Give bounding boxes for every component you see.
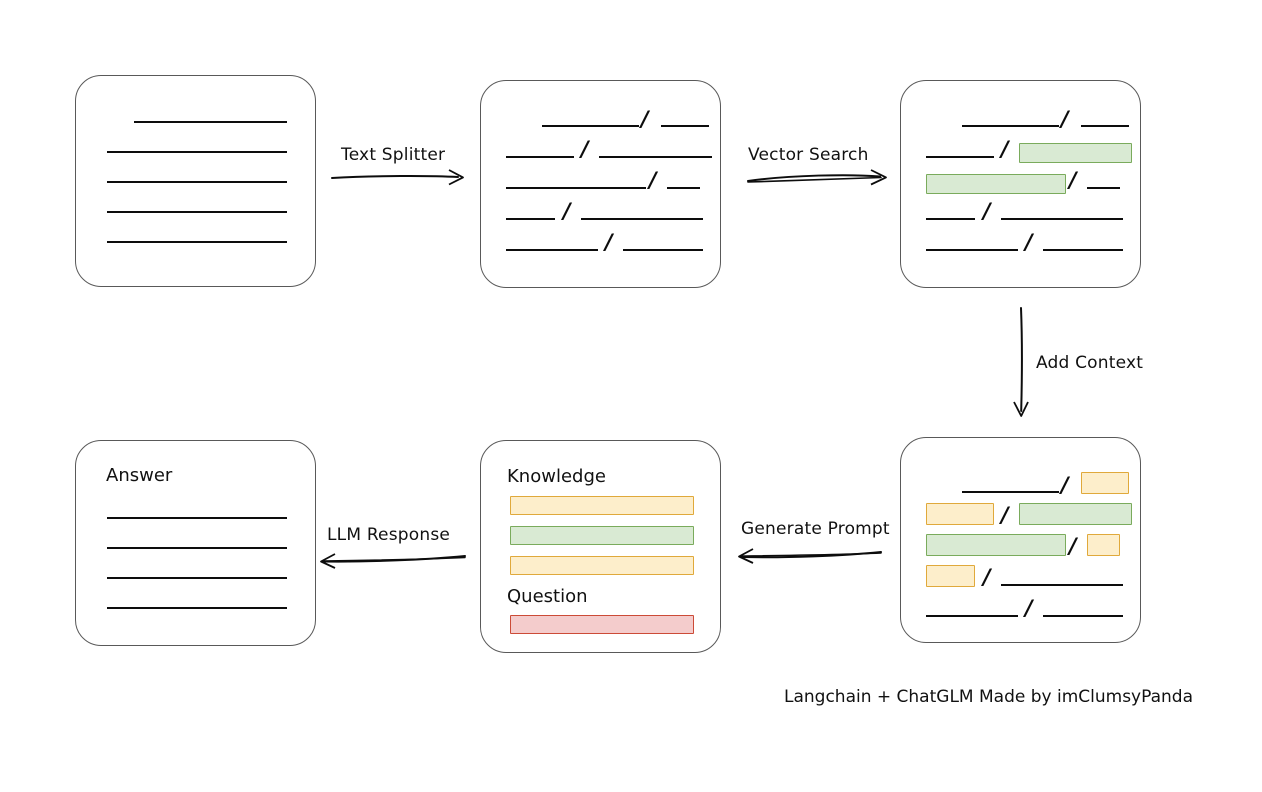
text-line xyxy=(134,121,287,123)
text-line xyxy=(107,151,287,153)
slash-separator: / xyxy=(563,199,571,223)
chip-context-yellow xyxy=(1087,534,1120,556)
prompt-question-label: Question xyxy=(507,586,588,607)
prompt-knowledge-label: Knowledge xyxy=(507,466,606,487)
text-line xyxy=(926,249,1018,251)
slash-separator: / xyxy=(1025,230,1033,254)
arrow-label-generate-prompt: Generate Prompt xyxy=(741,519,890,539)
text-line xyxy=(107,607,287,609)
box-source-document[interactable] xyxy=(75,75,316,287)
text-line xyxy=(107,577,287,579)
chip-retrieved-green xyxy=(926,174,1066,194)
slash-separator: / xyxy=(1001,137,1009,161)
slash-separator: / xyxy=(1061,107,1069,131)
text-line xyxy=(107,211,287,213)
chip-retrieved-green xyxy=(1019,503,1132,525)
arrow-label-add-context: Add Context xyxy=(1036,353,1144,373)
arrow-generate-prompt xyxy=(738,548,882,564)
slash-separator: / xyxy=(1069,534,1077,558)
text-line xyxy=(1081,125,1129,127)
chip-retrieved-green xyxy=(926,534,1066,556)
text-line xyxy=(107,181,287,183)
text-line xyxy=(667,187,700,189)
text-line xyxy=(506,187,646,189)
box-prompt[interactable]: Knowledge Question xyxy=(480,440,721,653)
slash-separator: / xyxy=(1001,503,1009,527)
text-line xyxy=(599,156,712,158)
box-context-chunks[interactable]: / / / / / xyxy=(900,437,1141,643)
chip-retrieved-green xyxy=(1019,143,1132,163)
footer-credit: Langchain + ChatGLM Made by imClumsyPand… xyxy=(784,687,1193,707)
text-line xyxy=(1043,615,1123,617)
text-line xyxy=(1087,187,1120,189)
text-line xyxy=(962,491,1059,493)
slash-separator: / xyxy=(983,199,991,223)
text-line xyxy=(581,218,703,220)
slash-separator: / xyxy=(1025,596,1033,620)
knowledge-bar-yellow xyxy=(510,496,694,515)
text-line xyxy=(1001,218,1123,220)
text-line xyxy=(506,218,555,220)
arrow-label-llm-response: LLM Response xyxy=(327,525,451,545)
text-line xyxy=(1001,584,1123,586)
text-line xyxy=(623,249,703,251)
text-line xyxy=(926,615,1018,617)
slash-separator: / xyxy=(649,168,657,192)
slash-separator: / xyxy=(1069,168,1077,192)
text-line xyxy=(542,125,639,127)
arrow-vector-search xyxy=(747,169,887,186)
chip-context-yellow xyxy=(1081,472,1129,494)
slash-separator: / xyxy=(1061,473,1069,497)
text-line xyxy=(107,547,287,549)
arrow-label-vector-search: Vector Search xyxy=(748,145,869,165)
arrow-text-splitter xyxy=(331,169,464,186)
text-line xyxy=(1043,249,1123,251)
answer-heading: Answer xyxy=(106,465,173,486)
arrow-label-text-splitter: Text Splitter xyxy=(341,145,446,165)
text-line xyxy=(506,156,574,158)
text-line xyxy=(926,218,975,220)
text-line xyxy=(506,249,598,251)
text-line xyxy=(661,125,709,127)
box-answer[interactable]: Answer xyxy=(75,440,316,646)
slash-separator: / xyxy=(605,230,613,254)
text-line xyxy=(926,156,994,158)
chip-context-yellow xyxy=(926,565,975,587)
box-vector-matched-chunks[interactable]: / / / / / xyxy=(900,80,1141,288)
text-line xyxy=(962,125,1059,127)
text-line xyxy=(107,517,287,519)
slash-separator: / xyxy=(983,565,991,589)
slash-separator: / xyxy=(641,107,649,131)
knowledge-bar-yellow xyxy=(510,556,694,575)
arrow-add-context xyxy=(1013,307,1029,417)
box-split-chunks[interactable]: / / / / / xyxy=(480,80,721,288)
question-bar-red xyxy=(510,615,694,634)
slash-separator: / xyxy=(581,137,589,161)
chip-context-yellow xyxy=(926,503,994,525)
arrow-llm-response xyxy=(320,553,466,569)
text-line xyxy=(107,241,287,243)
knowledge-bar-green xyxy=(510,526,694,545)
